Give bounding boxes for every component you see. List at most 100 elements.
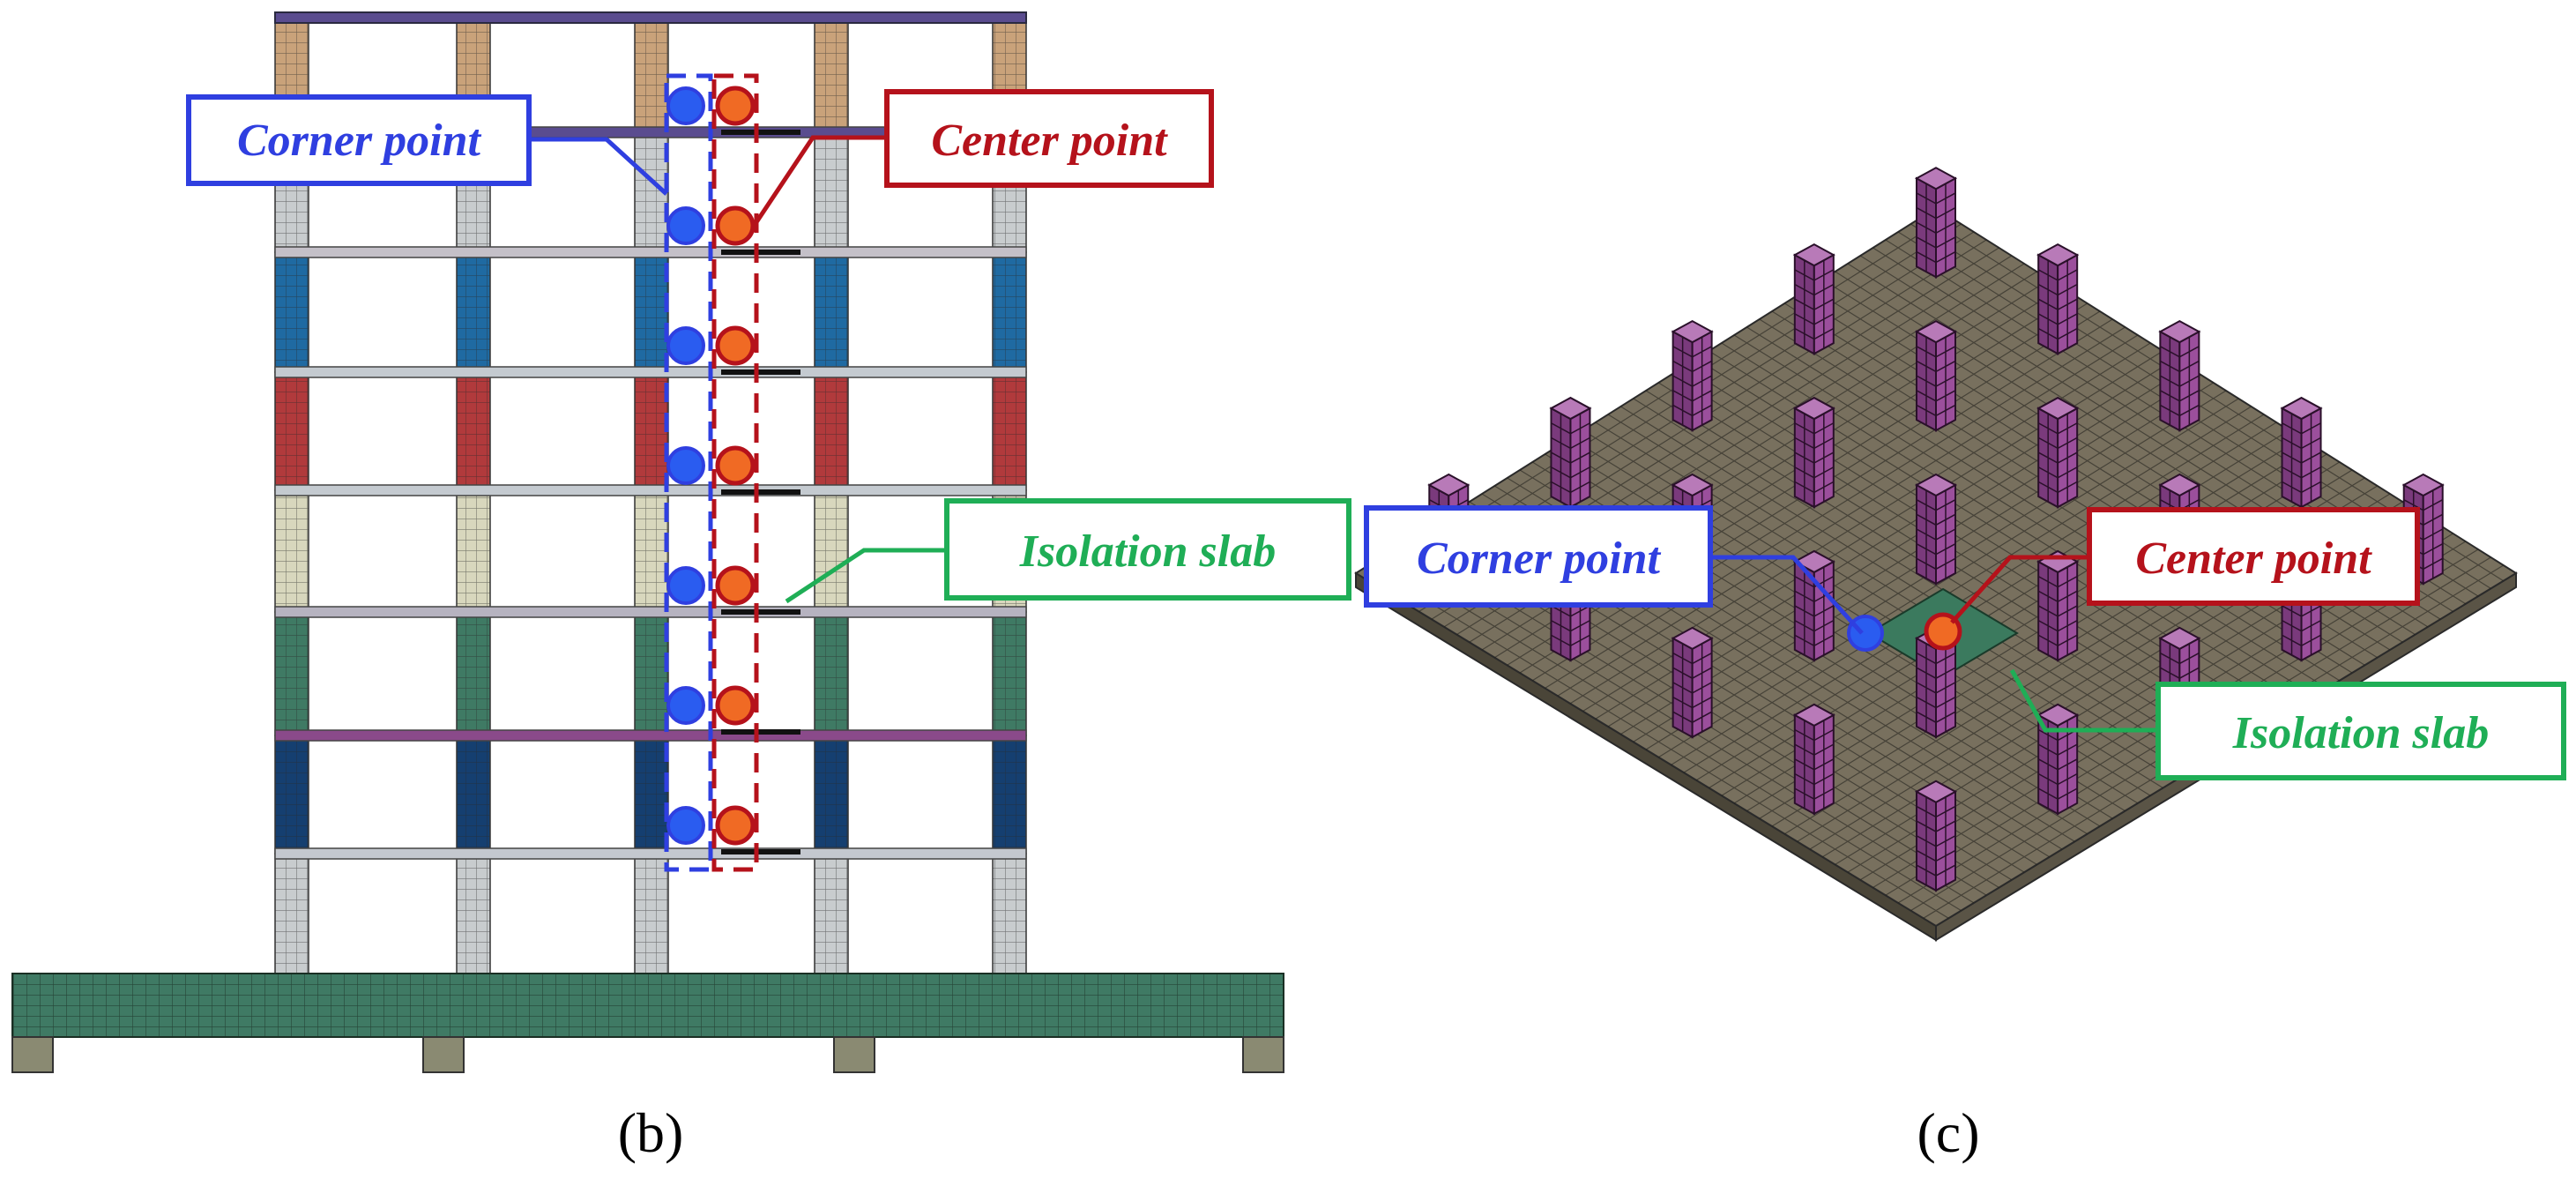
column-mesh	[2037, 566, 2078, 655]
column-mesh	[634, 611, 669, 736]
floor-beams-group	[274, 126, 1027, 860]
column-mesh	[274, 853, 309, 974]
column-mesh	[274, 489, 309, 613]
isolation-slab-leader	[2009, 668, 2158, 733]
column	[1792, 549, 1835, 662]
column	[2036, 703, 2080, 816]
column-mesh	[634, 853, 669, 974]
column-mesh	[1672, 643, 1712, 732]
footing	[1242, 1036, 1284, 1073]
column-mesh	[814, 489, 849, 613]
column-mesh	[1916, 337, 1956, 426]
floor-beam	[274, 246, 1027, 258]
column	[1792, 243, 1835, 355]
center-point-marker	[715, 805, 756, 846]
corner-point-label: Corner point	[1417, 534, 1662, 584]
isolation-slab-lines-group	[721, 130, 800, 854]
panel-c-caption: (c)	[1917, 1101, 1979, 1164]
column-mesh	[634, 17, 669, 133]
corner-point-label-box	[1364, 505, 1713, 608]
column-mesh	[456, 853, 491, 974]
frame-elevation-panel: Corner point Center point Isolation slab…	[11, 11, 1351, 1164]
corner-point-marker	[666, 686, 705, 725]
column-mesh	[992, 611, 1027, 736]
measurement-points-group	[666, 86, 756, 846]
isolation-slab-label: Isolation slab	[1019, 526, 1276, 577]
isometric-slab-panel: Corner point Center point Isolation slab…	[1354, 167, 2566, 1164]
floor-beam	[274, 847, 1027, 860]
column-mesh	[274, 251, 309, 373]
column-mesh	[634, 371, 669, 491]
footing	[422, 1036, 465, 1073]
corner-point-marker	[666, 446, 705, 485]
column-mesh	[2037, 260, 2078, 349]
column-mesh	[2037, 720, 2078, 809]
corner-points-dashed-box	[664, 73, 713, 872]
center-point-label: Center point	[2135, 534, 2372, 584]
corner-point-leader	[527, 137, 668, 196]
column	[1671, 319, 1714, 432]
column	[1671, 626, 1714, 739]
column-mesh	[992, 371, 1027, 491]
footing	[11, 1036, 54, 1073]
column-mesh	[814, 853, 849, 974]
column	[2036, 243, 2080, 355]
column-mesh	[2403, 490, 2444, 578]
column	[1792, 396, 1835, 509]
column-mesh	[1916, 643, 1956, 732]
center-point-marker	[715, 86, 756, 126]
column	[2036, 549, 2080, 662]
column-mesh	[634, 489, 669, 613]
center-point-marker	[1924, 612, 1962, 651]
center-point-marker	[715, 565, 756, 606]
floor-beam	[274, 366, 1027, 378]
column-mesh	[1794, 720, 1835, 809]
center-point-marker	[715, 325, 756, 366]
column-mesh	[456, 371, 491, 491]
column-mesh	[1916, 796, 1956, 885]
corner-point-label-box	[186, 94, 532, 186]
column-mesh	[456, 735, 491, 854]
center-point-label-box	[884, 89, 1214, 188]
center-point-leader	[1950, 555, 2089, 624]
roof-beam	[274, 11, 1027, 24]
isolation-slab-label-box	[944, 498, 1351, 601]
corner-point-label: Corner point	[237, 116, 482, 166]
column-mesh	[1794, 260, 1835, 349]
floor-beam	[274, 606, 1027, 618]
column-mesh	[1672, 337, 1712, 426]
isolation-slab-label: Isolation slab	[2232, 708, 2489, 758]
column	[1914, 167, 1958, 279]
column-mesh	[634, 735, 669, 854]
column-mesh	[814, 735, 849, 854]
isolation-slab-label-box	[2155, 682, 2566, 780]
center-point-leader	[754, 135, 887, 224]
column-mesh	[992, 853, 1027, 974]
column-mesh	[2160, 337, 2200, 426]
corner-point-marker	[666, 86, 705, 125]
column	[2036, 396, 2080, 509]
corner-point-marker	[666, 326, 705, 365]
column-mesh	[2282, 414, 2321, 503]
column	[1914, 319, 1958, 432]
floor-beam	[274, 729, 1027, 742]
column-mesh	[814, 131, 849, 253]
panel-b-caption: (b)	[618, 1101, 684, 1164]
center-point-label-box	[2087, 507, 2420, 606]
footing	[833, 1036, 875, 1073]
column	[1549, 396, 1592, 509]
column-mesh	[456, 489, 491, 613]
column	[2280, 396, 2323, 509]
column	[1792, 703, 1835, 816]
center-point-marker	[715, 685, 756, 726]
column-mesh	[1794, 566, 1835, 655]
column-mesh	[2037, 414, 2078, 503]
column-mesh	[814, 611, 849, 736]
column-mesh	[274, 735, 309, 854]
column-mesh	[814, 251, 849, 373]
column-mesh	[274, 611, 309, 736]
isolation-slab-leader	[785, 548, 947, 604]
column-mesh	[992, 251, 1027, 373]
column-mesh	[1551, 414, 1590, 503]
